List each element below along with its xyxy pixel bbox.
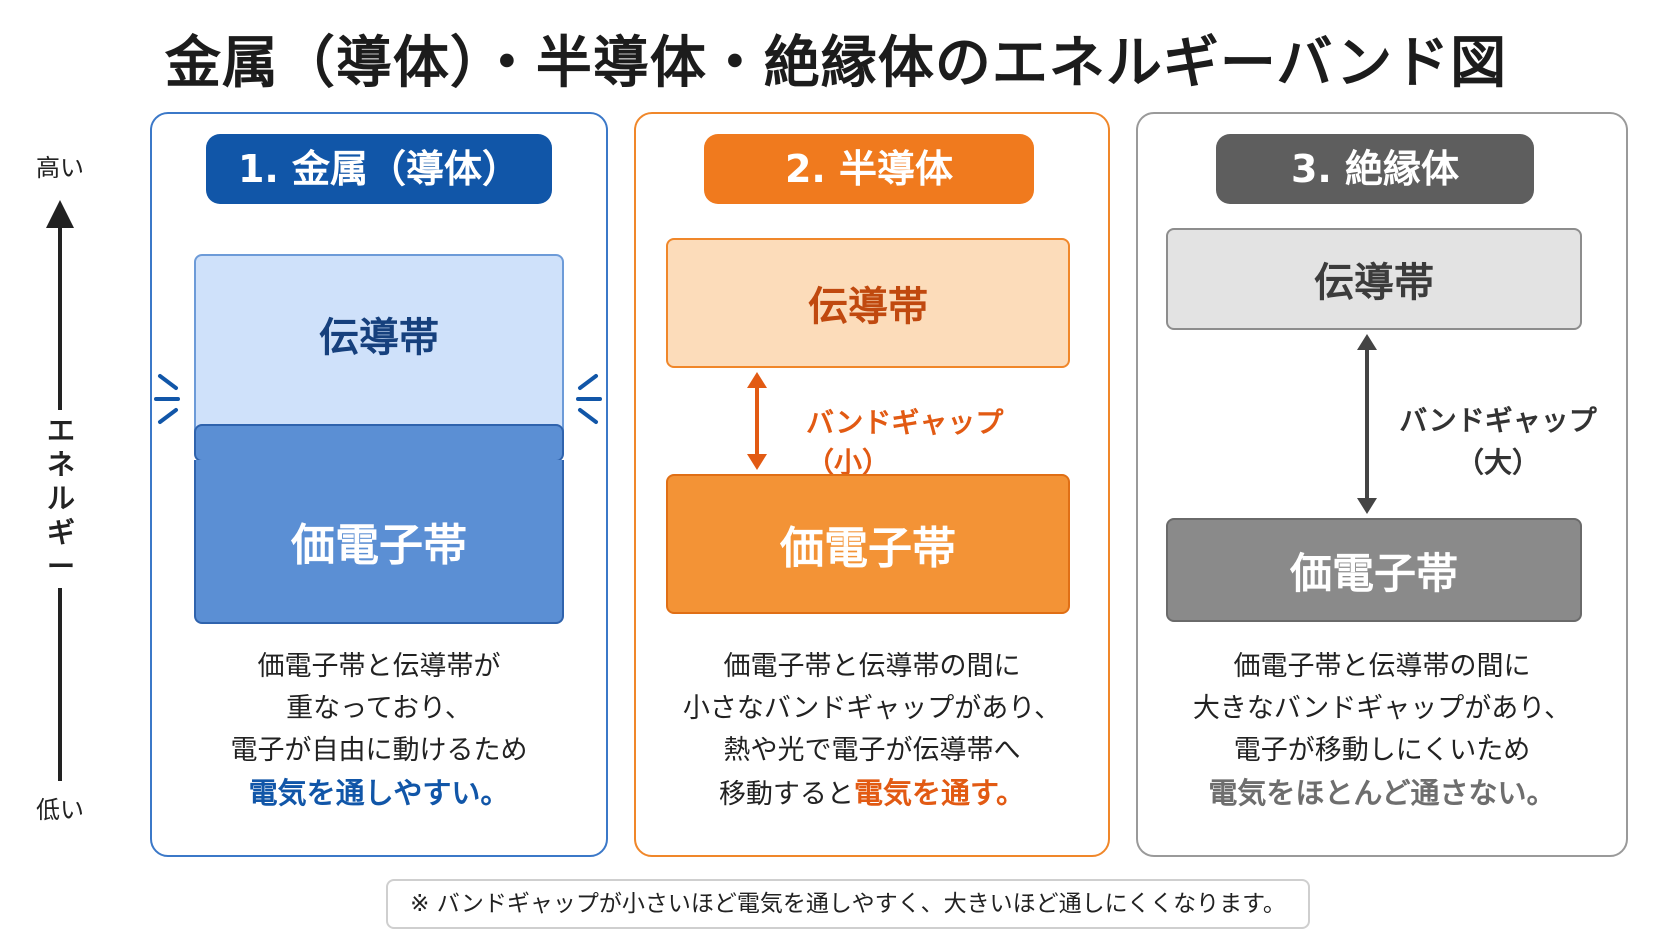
panel-description: 価電子帯と伝導帯が 重なっており、 電子が自由に動けるため 電気を通しやすい。 bbox=[152, 646, 606, 814]
valence-band: 価電子帯 bbox=[666, 474, 1070, 614]
band-gap-arrow-icon bbox=[1357, 334, 1377, 514]
band-gap-label: バンドギャップ（小） bbox=[806, 406, 1004, 479]
panel-insulator: 3. 絶縁体 伝導帯 バンドギャップ （大） 価電子帯 価電子帯と伝導帯の間に … bbox=[1136, 112, 1628, 857]
conduction-band: 伝導帯 bbox=[1166, 228, 1582, 330]
diagram-title: 金属（導体）・半導体・絶縁体のエネルギーバンド図 bbox=[164, 31, 1508, 96]
panel-metal: 1. 金属（導体） 伝導帯 価電子帯 価電子帯と伝導帯が 重なっており、 電子が… bbox=[150, 112, 608, 857]
panel-description: 価電子帯と伝導帯の間に 大きなバンドギャップがあり、 電子が移動しにくいため 電… bbox=[1138, 646, 1626, 814]
valence-band: 価電子帯 bbox=[194, 460, 564, 624]
panel-conclusion: 電気を通す。 bbox=[853, 776, 1026, 810]
axis-energy-label: エネルギー bbox=[44, 410, 78, 588]
spark-right-icon bbox=[576, 374, 602, 424]
axis-label-char: ギ bbox=[46, 516, 75, 549]
axis-label-char: ー bbox=[46, 550, 75, 583]
axis-label-char: ネ bbox=[46, 448, 75, 481]
band-gap-label: バンドギャップ （大） bbox=[1399, 404, 1597, 479]
panel-semiconductor: 2. 半導体 伝導帯 バンドギャップ（小） 価電子帯 価電子帯と伝導帯の間に 小… bbox=[634, 112, 1110, 857]
panel-conclusion: 電気を通しやすい。 bbox=[248, 776, 510, 810]
panel-heading: 2. 半導体 bbox=[704, 134, 1034, 204]
band-gap-arrow-icon bbox=[747, 372, 767, 470]
axis-high-label: 高い bbox=[36, 154, 84, 182]
panel-conclusion: 電気をほとんど通さない。 bbox=[1208, 776, 1556, 810]
spark-left-icon bbox=[154, 374, 180, 424]
band-overlap-region bbox=[194, 424, 564, 462]
conduction-band: 伝導帯 bbox=[666, 238, 1070, 368]
conduction-band: 伝導帯 bbox=[194, 254, 564, 444]
axis-label-char: ル bbox=[46, 482, 75, 515]
panel-description: 価電子帯と伝導帯の間に 小さなバンドギャップがあり、 熱や光で電子が伝導帯へ 移… bbox=[682, 651, 1062, 810]
panel-heading: 3. 絶縁体 bbox=[1216, 134, 1534, 204]
valence-band: 価電子帯 bbox=[1166, 518, 1582, 622]
axis-label-char: エ bbox=[46, 414, 75, 447]
axis-low-label: 低い bbox=[36, 796, 84, 824]
panel-heading: 1. 金属（導体） bbox=[206, 134, 552, 204]
footnote: ※ バンドギャップが小さいほど電気を通しやすく、大きいほど通しにくくなります。 bbox=[386, 879, 1310, 929]
